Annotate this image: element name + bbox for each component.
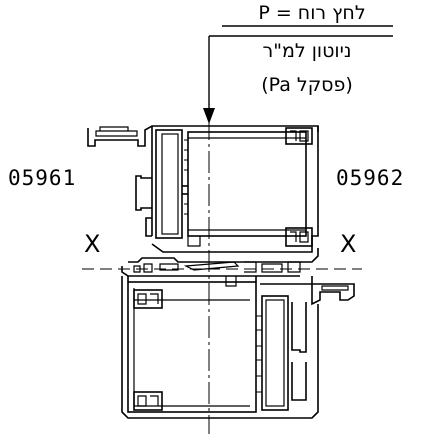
axis-label-left: X — [84, 230, 101, 258]
pressure-label-line2: ניוטון למ"ר — [262, 40, 352, 62]
bottom-profile — [121, 276, 355, 419]
profile-code-left: 05961 — [8, 166, 77, 190]
arrow-head-icon — [203, 108, 215, 124]
top-profile — [87, 125, 319, 253]
profile-gap — [127, 276, 257, 282]
profile-code-right: 05962 — [336, 166, 405, 190]
meeting-rail — [121, 248, 319, 277]
axis-label-right: X — [340, 230, 357, 258]
pressure-label-line3: (פסקל Pa) — [261, 74, 353, 96]
pressure-leader — [203, 25, 393, 124]
pressure-label-line1: לחץ רוח = P — [258, 2, 366, 24]
